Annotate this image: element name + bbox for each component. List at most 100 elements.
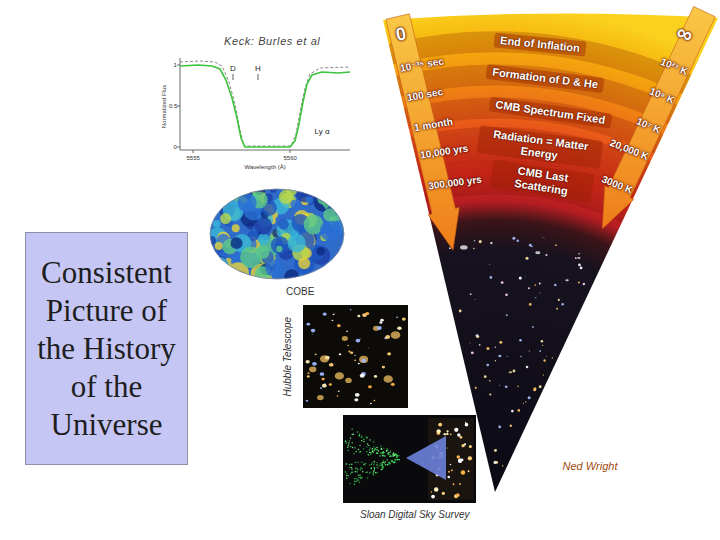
survey-dot [382,455,383,456]
galaxy-dot [350,309,351,310]
galaxy-dot [470,293,472,295]
galaxy-cluster [306,309,406,404]
galaxy-dot [525,276,527,278]
line-marker [258,74,259,80]
galaxy-dot [320,372,325,376]
galaxy-dot [541,340,544,343]
survey-dot [346,463,347,464]
line-marker [233,74,234,80]
survey-dot [386,450,387,451]
galaxy-dot [509,371,513,373]
survey-dot [357,469,358,470]
anisotropy-blob [212,188,224,200]
galaxy-dot [438,423,442,427]
hubble-image [303,305,408,408]
survey-dot [371,462,372,463]
galaxy-dot [354,355,355,356]
temperature-label: 10⁷ K [635,116,663,136]
galaxy-dot [354,360,356,362]
survey-dot [383,447,384,448]
galaxy-dot [510,424,512,426]
image-caption: COBE [286,286,314,298]
survey-dot [373,446,374,447]
survey-dot [383,452,384,453]
galaxy-dot [529,350,530,351]
survey-dot [373,441,374,442]
title-text: Consistent Picture of the History of the… [32,254,181,444]
survey-dot [351,472,352,473]
galaxy-dot [507,356,508,357]
survey-dot [395,459,396,460]
survey-dot [345,471,346,472]
temperature-label: 10²⁷ K [659,56,690,78]
survey-dot [383,452,384,453]
galaxy-dot [379,321,382,323]
galaxy-dot [535,251,540,254]
survey-dot [383,466,384,467]
survey-dot [348,442,349,443]
galaxy-dot [490,242,492,244]
survey-dot [384,461,385,462]
title-box: Consistent Picture of the History of the… [25,232,188,465]
survey-dot [369,471,370,472]
survey-dot [372,450,373,451]
survey-dot [350,437,351,438]
anisotropy-blob [231,237,243,249]
survey-dot [354,447,355,448]
zoom-wedge [406,436,446,480]
survey-dot [351,464,352,465]
galaxy-dot [377,326,382,330]
survey-dot [346,478,347,479]
survey-dot [395,454,396,455]
galaxy-dot [529,244,532,247]
galaxy-dot [306,323,310,326]
galaxy-dot [575,257,577,259]
survey-dot [358,477,359,478]
survey-dot [387,453,388,454]
survey-dot [378,450,379,451]
survey-dot [393,454,394,455]
survey-dot [355,451,356,452]
epoch-text: Formation of D & He [492,65,599,91]
galaxy-dot [450,464,452,466]
anisotropy-blob [332,191,352,211]
survey-dot [354,481,355,482]
galaxy-dot [511,410,514,413]
galaxy-dot [506,314,508,316]
survey-dot [369,472,370,473]
galaxy-dot [479,240,482,243]
galaxy-dot [534,284,536,286]
sky-map-outline [210,189,344,279]
galaxy-dot [446,430,448,432]
anisotropy-blob [315,271,322,278]
galaxy-dot [442,492,445,495]
line-label: H [255,64,261,73]
survey-dot [382,467,383,468]
survey-dot [380,465,381,466]
survey-dot [389,455,390,456]
survey-dot [348,475,349,476]
epoch-text: End of Inflation [500,34,581,55]
galaxy-dot [453,483,455,485]
survey-dot [369,449,370,450]
survey-dot [394,462,395,463]
survey-dot [360,478,361,479]
survey-dot [375,472,376,473]
survey-dot [351,468,352,469]
survey-dot [347,445,348,446]
galaxy-dot [391,383,395,386]
survey-dot [373,470,374,471]
survey-dot [374,449,375,450]
tick-label: 1 [174,62,177,69]
galaxy-dot [370,403,372,404]
survey-dot [363,464,364,465]
galaxy-dot [450,433,452,435]
anisotropy-blob [287,234,305,252]
survey-dot [373,471,374,472]
survey-dot [369,452,370,453]
galaxy-dot [542,236,544,238]
survey-dot [396,456,397,457]
galaxy-dot [505,293,508,296]
credit-label: Keck: Burles et al [224,35,320,48]
